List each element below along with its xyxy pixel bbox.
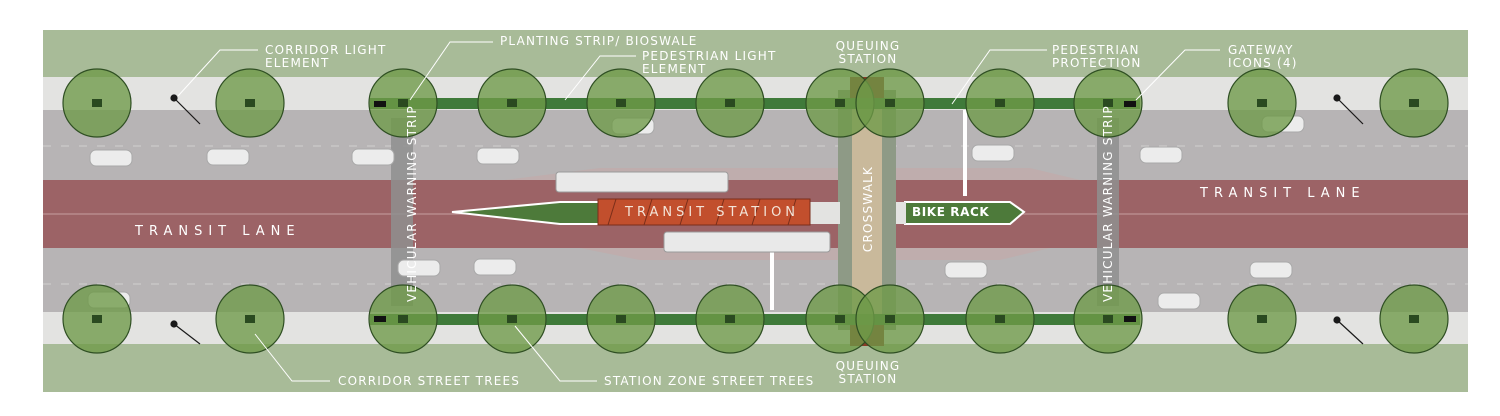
tree-grate [885, 315, 895, 323]
tree-grate [1409, 99, 1419, 107]
pedestrian-protection-bar-south [770, 246, 774, 310]
tree-grate [398, 315, 408, 323]
pedestrian-protection-bar [963, 110, 967, 196]
transit-lane-label-right: TRANSIT LANE [1200, 186, 1366, 201]
annotation-corridor-street-trees: CORRIDOR STREET TREES [338, 374, 521, 388]
tree-grate [507, 99, 517, 107]
tree-grate [92, 99, 102, 107]
tree-grate [507, 315, 517, 323]
transit-lane-label-left: TRANSIT LANE [135, 224, 301, 239]
tree-grate [1257, 99, 1267, 107]
bus-south [663, 231, 831, 253]
leader-lines [177, 41, 1220, 382]
platform-walkway [810, 202, 840, 224]
gateway-icons [374, 101, 1136, 322]
tree-grate [835, 99, 845, 107]
transit-station-label: TRANSIT STATION [625, 205, 800, 220]
tree-grate [616, 99, 626, 107]
vehicular-warning-strip-right [1097, 118, 1119, 306]
bus-north [555, 171, 729, 193]
tree-grate [835, 315, 845, 323]
tree-grate [725, 315, 735, 323]
tree-grate [725, 99, 735, 107]
platform-walkway-east [896, 202, 906, 224]
transit-station-roof [597, 198, 811, 226]
crosswalk-label: CROSSWALK [861, 165, 875, 253]
corridor-light-elements [170, 94, 1364, 345]
annotation-station-zone-street-trees: STATION ZONE STREET TREES [604, 374, 815, 388]
tree-grate [1409, 315, 1419, 323]
tree-grate [1103, 99, 1113, 107]
tree-grate [245, 315, 255, 323]
tree-grate [885, 99, 895, 107]
tree-grate [245, 99, 255, 107]
vehicular-warning-strip-left [391, 118, 413, 306]
annotation-planting-strip: PLANTING STRIP/ BIOSWALE [500, 34, 698, 48]
tree-grate [92, 315, 102, 323]
vehicular-warning-strip-label-right: VEHICULAR WARNING STRIP [1101, 105, 1115, 302]
tree-grate [995, 315, 1005, 323]
tree-grate [1257, 315, 1267, 323]
tree-grate [398, 99, 408, 107]
tree-grate [995, 99, 1005, 107]
vehicular-warning-strip-label-left: VEHICULAR WARNING STRIP [405, 105, 419, 302]
tree-grate [1103, 315, 1113, 323]
street-trees [62, 68, 1449, 354]
bike-rack-label: BIKE RACK [912, 205, 990, 219]
tree-grate [616, 315, 626, 323]
